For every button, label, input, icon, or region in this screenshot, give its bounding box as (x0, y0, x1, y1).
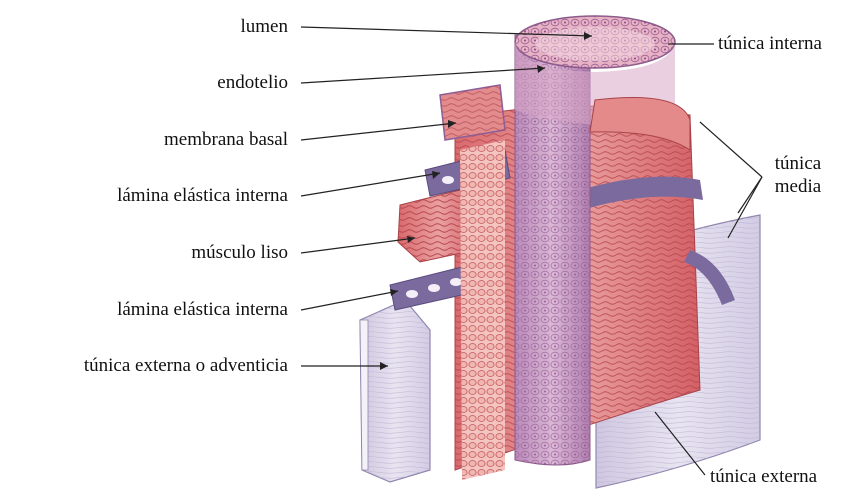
label-lamina-elastica-interna-1: lámina elástica interna (117, 185, 288, 207)
label-membrana-basal: membrana basal (164, 129, 288, 151)
label-endotelio: endotelio (217, 72, 288, 94)
label-lamina-elastica-interna-2: lámina elástica interna (117, 299, 288, 321)
label-tunica-externa: túnica externa (710, 466, 817, 488)
label-tunica-interna: túnica interna (718, 33, 822, 55)
label-tunica-media: túnica media (766, 152, 830, 198)
label-lumen: lumen (241, 16, 289, 38)
label-tunica-externa-adventicia: túnica externa o adventicia (84, 355, 288, 377)
label-musculo-liso: músculo liso (191, 242, 288, 264)
